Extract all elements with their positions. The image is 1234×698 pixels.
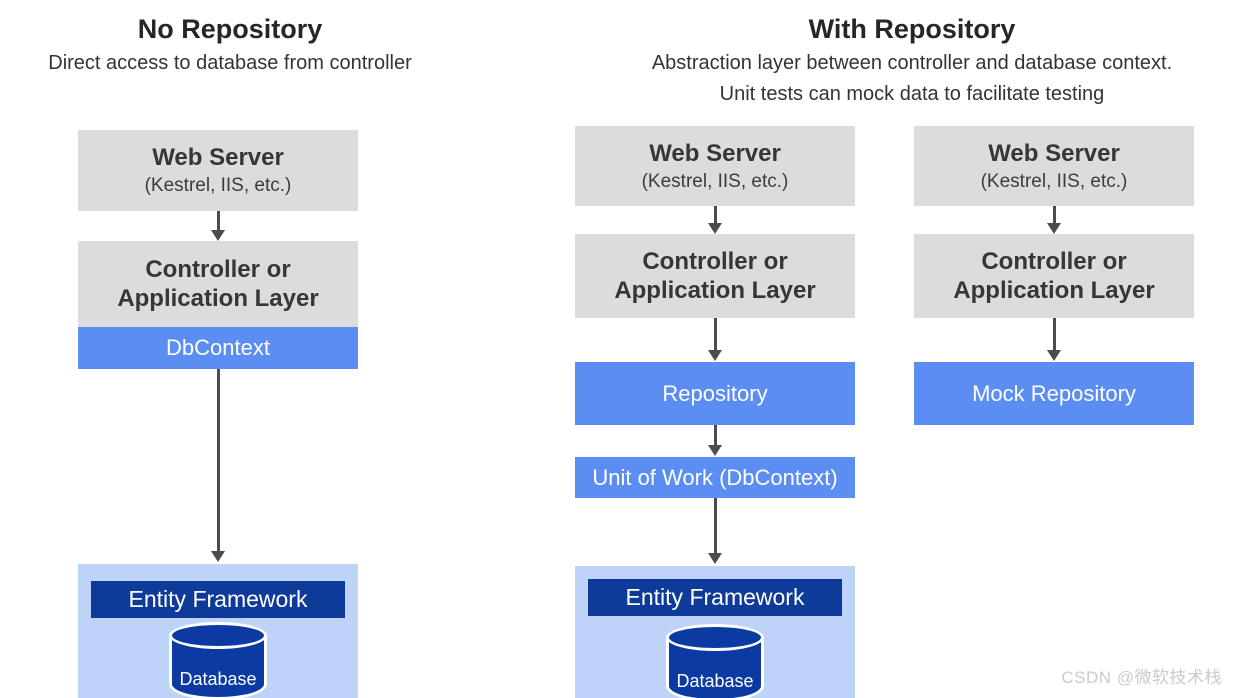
column-no-repository: Web Server (Kestrel, IIS, etc.) Controll… xyxy=(78,0,358,698)
database-label: Database xyxy=(179,669,257,689)
database-label: Database xyxy=(676,671,754,691)
arrow-shaft xyxy=(1052,206,1056,225)
unit-of-work-box: Unit of Work (DbContext) xyxy=(575,457,855,498)
arrow-down-icon xyxy=(575,206,855,234)
arrow-shaft xyxy=(1052,318,1056,352)
section-title-no-repository: No Repository xyxy=(137,14,323,44)
web-server-subtitle: (Kestrel, IIS, etc.) xyxy=(980,170,1128,192)
controller-box: Controller or Application Layer xyxy=(575,234,855,318)
entity-framework-bar: Entity Framework xyxy=(91,581,345,618)
arrow-down-icon xyxy=(78,211,358,241)
web-server-box: Web Server (Kestrel, IIS, etc.) xyxy=(78,130,358,211)
entity-framework-container: Entity Framework Database xyxy=(575,566,855,698)
arrow-head xyxy=(708,553,722,564)
database-cylinder-top xyxy=(169,622,267,649)
arrow-shaft xyxy=(713,206,717,225)
arrow-head xyxy=(211,230,225,241)
web-server-subtitle: (Kestrel, IIS, etc.) xyxy=(144,175,292,196)
controller-label: Controller or Application Layer xyxy=(614,248,816,304)
database-icon: Database xyxy=(666,624,764,698)
arrow-head xyxy=(708,223,722,234)
arrow-head xyxy=(708,350,722,361)
database-icon: Database xyxy=(169,622,267,698)
entity-framework-bar: Entity Framework xyxy=(588,579,842,616)
arrow-head xyxy=(1047,223,1061,234)
arrow-down-icon xyxy=(575,318,855,361)
arrow-head xyxy=(1047,350,1061,361)
controller-box: Controller or Application Layer xyxy=(78,241,358,327)
column-with-repository: Web Server (Kestrel, IIS, etc.) Controll… xyxy=(575,0,855,698)
repository-box: Repository xyxy=(575,362,855,425)
arrow-shaft xyxy=(713,425,717,447)
web-server-box: Web Server (Kestrel, IIS, etc.) xyxy=(575,126,855,206)
web-server-box: Web Server (Kestrel, IIS, etc.) xyxy=(914,126,1194,206)
arrow-down-icon xyxy=(78,369,358,562)
csdn-watermark: CSDN @微软技术栈 xyxy=(1061,668,1222,687)
controller-label: Controller or Application Layer xyxy=(953,248,1155,304)
arrow-down-icon xyxy=(914,318,1194,361)
section-subtitle-with-repository-line2: Unit tests can mock data to facilitate t… xyxy=(719,83,1105,105)
web-server-title: Web Server xyxy=(988,139,1120,167)
arrow-down-icon xyxy=(575,425,855,456)
section-subtitle-with-repository-line1: Abstraction layer between controller and… xyxy=(651,52,1173,74)
arrow-shaft xyxy=(713,498,717,555)
arrow-shaft xyxy=(713,318,717,352)
section-subtitle-no-repository: Direct access to database from controlle… xyxy=(48,52,412,74)
web-server-subtitle: (Kestrel, IIS, etc.) xyxy=(641,170,789,192)
header-no-repository: No Repository Direct access to database … xyxy=(10,12,450,77)
entity-framework-container: Entity Framework Database xyxy=(78,564,358,698)
dbcontext-box: DbContext xyxy=(78,327,358,369)
arrow-shaft xyxy=(216,369,220,553)
arrow-head xyxy=(211,551,225,562)
section-title-with-repository: With Repository xyxy=(808,14,1016,44)
header-with-repository: With Repository Abstraction layer betwee… xyxy=(584,12,1234,108)
database-cylinder-top xyxy=(666,624,764,651)
arrow-down-icon xyxy=(914,206,1194,234)
controller-label: Controller or Application Layer xyxy=(117,256,319,312)
arrow-head xyxy=(708,445,722,456)
web-server-title: Web Server xyxy=(152,144,284,171)
mock-repository-box: Mock Repository xyxy=(914,362,1194,425)
column-mock-repository: Web Server (Kestrel, IIS, etc.) Controll… xyxy=(914,0,1194,698)
arrow-down-icon xyxy=(575,498,855,564)
controller-box: Controller or Application Layer xyxy=(914,234,1194,318)
arrow-shaft xyxy=(216,211,220,232)
web-server-title: Web Server xyxy=(649,139,781,167)
